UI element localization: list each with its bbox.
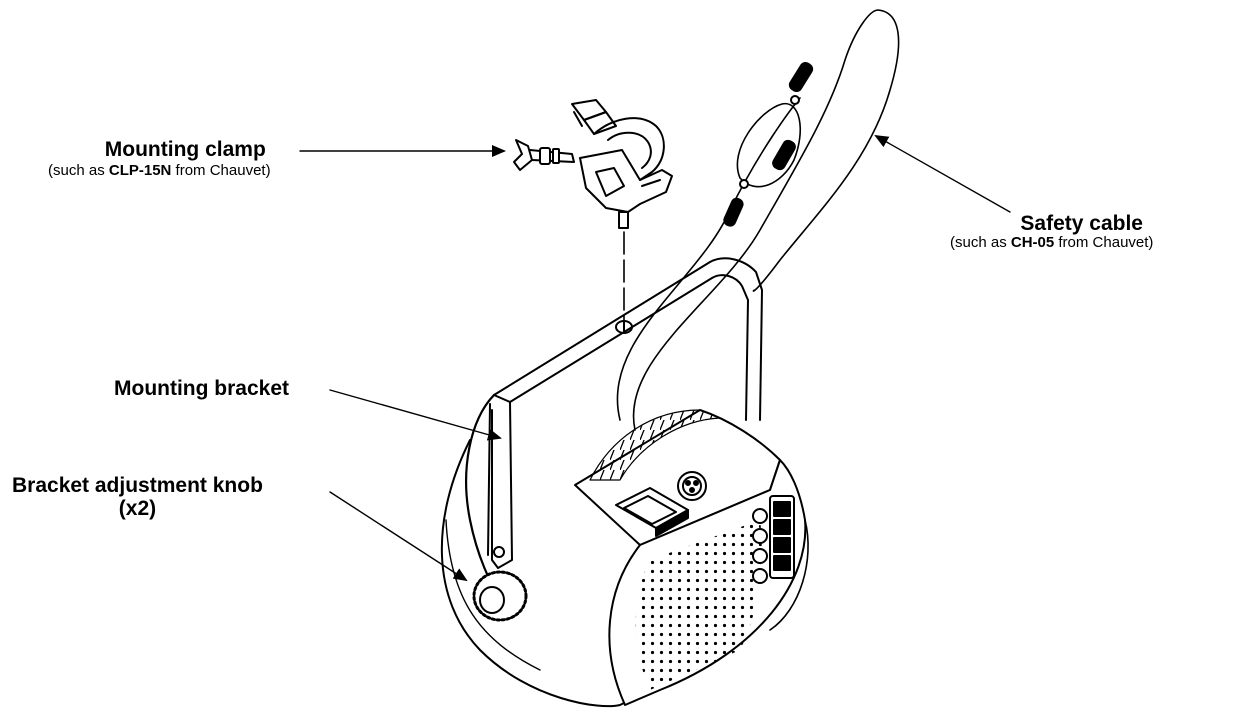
mounting-clamp-label: Mounting clamp (such as CLP-15N from Cha…: [48, 138, 271, 180]
mounting-clamp-illustration: [513, 99, 673, 323]
callout-arrows: [299, 135, 1011, 582]
mounting-bracket-label: Mounting bracket: [114, 377, 289, 400]
mounting-bracket-title: Mounting bracket: [114, 377, 290, 400]
bracket-knob-label: Bracket adjustment knob (x2): [12, 474, 263, 520]
bracket-knob-count: (x2): [118, 497, 157, 521]
arrow-bracket-knob: [329, 491, 468, 582]
bracket-knob-title: Bracket adjustment knob: [12, 474, 263, 497]
arrow-safety-cable: [874, 135, 1011, 213]
safety-cable-subtitle: (such as CH-05 from Chauvet): [950, 234, 1154, 252]
arrow-mounting-bracket: [329, 389, 502, 441]
bracket-knob-illustration: [472, 570, 528, 622]
mounting-clamp-title: Mounting clamp: [104, 138, 266, 161]
safety-cable-label: Safety cable (such as CH-05 from Chauvet…: [950, 212, 1153, 252]
safety-cable-title: Safety cable: [1020, 212, 1143, 235]
fixture-housing-illustration: [440, 409, 809, 708]
mounting-clamp-subtitle: (such as CLP-15N from Chauvet): [48, 162, 271, 180]
safety-cable-illustration: [616, 9, 900, 431]
